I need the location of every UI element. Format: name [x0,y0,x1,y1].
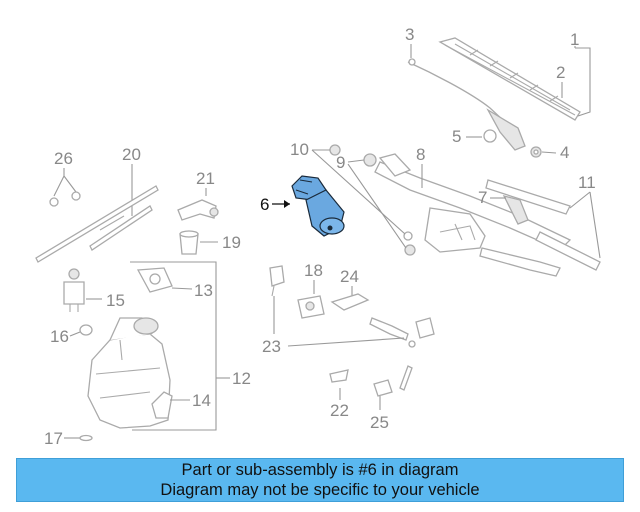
callout-16: 16 [50,327,69,346]
leader-1 [574,46,591,117]
leader-10 [311,149,406,235]
callout-21: 21 [196,169,215,188]
leader-13 [171,287,193,290]
banner-line-2: Diagram may not be specific to your vehi… [160,481,480,499]
callout-1: 1 [570,30,579,49]
leader-11 [569,191,601,259]
leader-23 [273,296,405,347]
hose-connector [329,369,349,383]
callout-23: 23 [262,337,281,356]
callout-19: 19 [222,233,241,252]
callout-7: 7 [478,188,487,207]
leader-16 [69,331,81,337]
callout-5: 5 [452,127,461,146]
grommet [179,230,199,255]
callout-18: 18 [304,261,323,280]
pump-bracket [136,267,173,293]
washer-hose [177,199,219,221]
wiper-motor-highlighted [291,175,345,237]
wiper-blade-assembly [407,37,581,151]
callout-24: 24 [340,267,359,286]
gas-struts [35,185,159,263]
reservoir-seal [151,391,173,419]
leader-6-arrow [284,200,290,208]
callout-15: 15 [106,291,125,310]
callout-12: 12 [232,369,251,388]
nut-cap-parts [483,129,542,158]
banner-line-1: Part or sub-assembly is #6 in diagram [181,461,459,479]
callout-25: 25 [370,413,389,432]
callout-22: 22 [330,401,349,420]
callout-9: 9 [336,153,345,172]
washer-jet-left [269,265,285,297]
callout-8: 8 [416,145,425,164]
wiper-linkage [329,144,601,277]
jet-bracket [297,295,325,319]
callout-3: 3 [405,25,414,44]
leader-26 [53,168,77,197]
part-info-banner: Part or sub-assembly is #6 in diagram Di… [16,458,624,502]
callout-6: 6 [260,195,269,214]
callout-20: 20 [122,145,141,164]
callout-14: 14 [192,391,211,410]
parts-diagram: 1 2 3 5 4 10 9 8 7 11 6 [35,25,601,448]
reservoir-bracket [130,261,217,431]
callout-11: 11 [578,173,596,192]
level-sensor [373,365,413,397]
callout-13: 13 [194,281,213,300]
leader-4 [541,151,557,154]
callout-10: 10 [290,140,309,159]
leader-9 [347,159,407,249]
callout-17: 17 [44,429,63,448]
washer-pump [63,268,85,312]
washer-jet-right [369,317,435,348]
washer-nozzle-cover [330,293,370,311]
callout-2: 2 [556,63,565,82]
callout-26: 26 [54,149,73,168]
callout-4: 4 [560,143,569,162]
